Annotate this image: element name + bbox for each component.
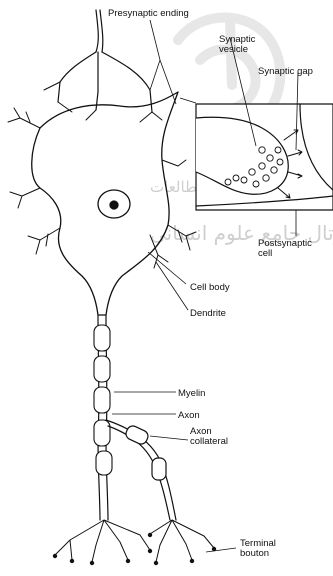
label-cell-body: Cell body <box>190 282 230 293</box>
cell-body <box>32 92 178 315</box>
myelin-sheath <box>94 325 112 475</box>
label-dendrite: Dendrite <box>190 308 226 319</box>
axon-collateral <box>106 420 176 520</box>
label-synaptic-gap: Synaptic gap <box>258 66 313 77</box>
nucleolus <box>110 201 118 209</box>
label-presynaptic-ending: Presynaptic ending <box>108 8 189 19</box>
terminal-boutons <box>53 533 216 565</box>
label-myelin: Myelin <box>178 388 205 399</box>
label-terminal-bouton-line2: bouton <box>240 548 269 559</box>
label-synaptic-vesicle-line2: vesicle <box>219 44 248 55</box>
label-axon-collateral-line2: collateral <box>190 436 228 447</box>
presynaptic-fibers <box>58 10 152 112</box>
terminal-branches <box>55 520 214 562</box>
label-axon: Axon <box>178 410 200 421</box>
label-postsynaptic-cell-line2: cell <box>258 248 272 259</box>
synapse-inset <box>196 104 333 210</box>
